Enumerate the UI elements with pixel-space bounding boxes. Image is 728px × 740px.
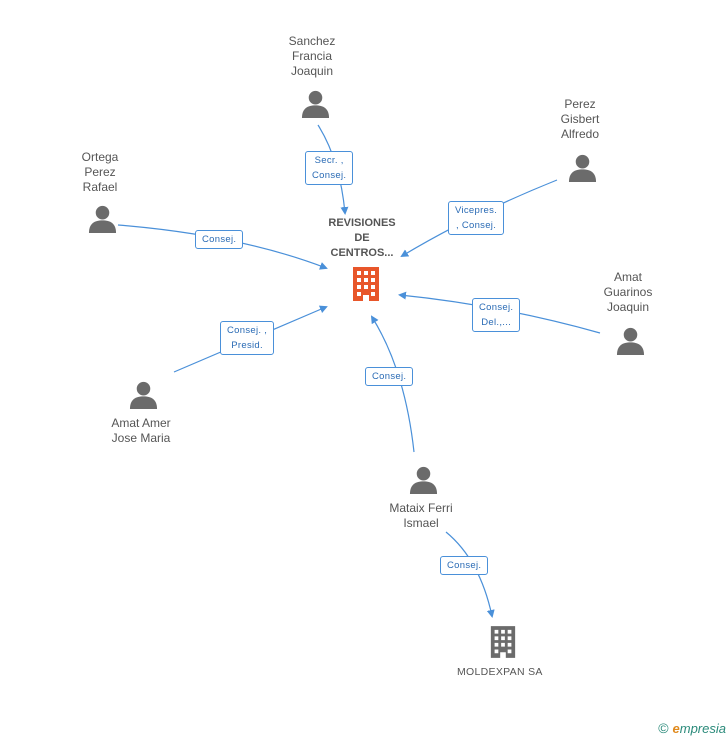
person-icon[interactable] xyxy=(88,205,117,233)
role-label-ortega: Consej. xyxy=(195,230,244,249)
person-name-perez[interactable]: Perez Gisbert Alfredo xyxy=(560,97,600,141)
role-label-sanchez: Secr. , Consej. xyxy=(305,151,354,185)
person-name-ortega[interactable]: Ortega Perez Rafael xyxy=(81,150,119,194)
empresia-brand[interactable]: ©empresia xyxy=(658,720,726,736)
role-label-amat-amer: Consej. , Presid. xyxy=(220,321,275,355)
brand-e: e xyxy=(672,721,680,736)
person-name-sanchez[interactable]: Sanchez Francia Joaquin xyxy=(288,34,336,78)
person-icon[interactable] xyxy=(409,466,438,494)
role-label-mataix: Consej. xyxy=(365,367,414,386)
building-icon[interactable] xyxy=(490,626,516,658)
person-name-amat-amer[interactable]: Amat Amer Jose Maria xyxy=(111,416,171,445)
brand-name: mpresia xyxy=(679,721,726,736)
center-company-label[interactable]: REVISIONES DE CENTROS... xyxy=(328,217,396,259)
person-icon[interactable] xyxy=(301,90,330,118)
person-icon[interactable] xyxy=(616,327,645,355)
role-label-moldexpan: Consej. xyxy=(440,556,489,575)
person-name-amat-guarinos[interactable]: Amat Guarinos Joaquin xyxy=(603,270,653,314)
person-icon[interactable] xyxy=(129,381,158,409)
person-icon[interactable] xyxy=(568,154,597,182)
center-building-icon[interactable] xyxy=(353,267,379,301)
copyright-icon: © xyxy=(658,720,669,736)
role-label-perez: Vicepres. , Consej. xyxy=(448,201,505,235)
role-label-amat-guarinos: Consej. Del.,... xyxy=(472,298,521,332)
company-name-moldexpan[interactable]: MOLDEXPAN SA xyxy=(457,666,543,678)
person-name-mataix[interactable]: Mataix Ferri Ismael xyxy=(389,501,453,530)
